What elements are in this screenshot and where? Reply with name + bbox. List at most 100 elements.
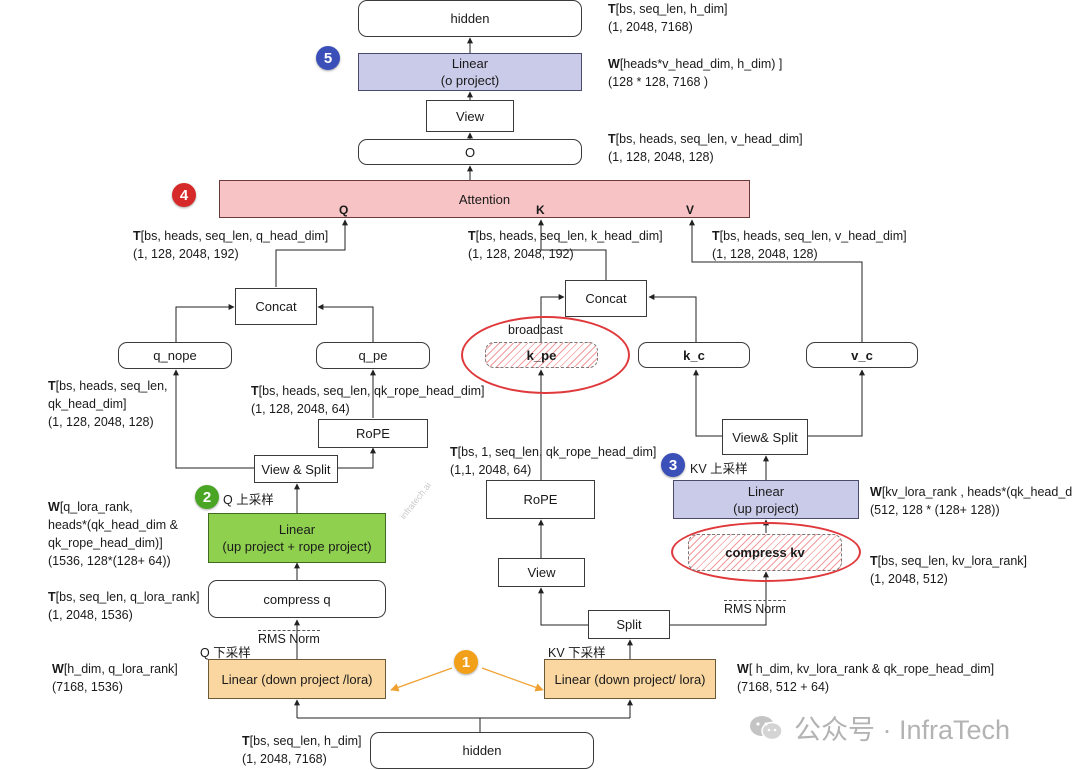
split-label: Split <box>616 617 642 632</box>
k-pe-label: k_pe <box>526 347 557 363</box>
edge-split-to-vc <box>807 369 865 437</box>
hidden-input-node: hidden <box>370 732 594 769</box>
tensor-prefix: T <box>242 734 250 748</box>
linear-q-up-node: Linear (up project + rope project) <box>208 513 386 563</box>
attention-k-port: K <box>536 203 545 217</box>
watermark: 公众号 · InfraTech <box>748 708 1010 747</box>
badge-5: 5 <box>316 46 340 70</box>
edge-concat-to-k <box>538 219 607 282</box>
wo-annotation: W[heads*v_head_dim, h_dim) ](128 * 128, … <box>608 55 782 91</box>
edge-kc-to-concat <box>648 294 697 342</box>
tensor-prefix: T <box>251 384 259 398</box>
hidden-input-tensor: [bs, seq_len, h_dim] <box>249 734 362 748</box>
attention-q-port: Q <box>339 203 349 217</box>
hidden-input-label: hidden <box>462 743 502 758</box>
wkv-up-annotation: W[kv_lora_rank , heads*(qk_head_d(512, 1… <box>870 483 1072 519</box>
wq-down-annotation: W[h_dim, q_lora_rank](7168, 1536) <box>52 660 178 696</box>
tensor-prefix: T <box>48 590 56 604</box>
wechat-icon <box>748 714 784 742</box>
badge-1: 1 <box>454 650 478 674</box>
edge-badge1-to-kv-down <box>481 667 544 692</box>
rope-k-label: RoPE <box>523 492 558 507</box>
wq-up-line3: qk_rope_head_dim)] <box>48 536 163 550</box>
o-tensor: [bs, heads, seq_len, v_head_dim] <box>615 132 803 146</box>
v-c-label: v_c <box>851 347 873 363</box>
wkv-up-shape: (512, 128 * (128+ 128)) <box>870 503 1000 517</box>
linear-q-up-title: Linear <box>278 522 316 537</box>
attention-node: Attention <box>219 180 750 218</box>
split-node: Split <box>588 610 670 639</box>
broadcast-label: broadcast <box>508 323 563 337</box>
edge-concat-to-q <box>275 219 348 287</box>
linear-o-title: Linear <box>451 56 489 71</box>
linear-kv-up-node: Linear(up project) <box>673 480 859 519</box>
edge-split-to-qnope <box>173 369 254 469</box>
kpe-annotation: T[bs, 1, seq_len, qk_rope_head_dim] (1,1,… <box>450 443 656 479</box>
k-pe-highlight-ring <box>461 316 630 394</box>
badge-2: 2 <box>195 485 219 509</box>
weight-prefix: W <box>737 662 749 676</box>
qpe-shape: (1, 128, 2048, 64) <box>251 402 350 416</box>
view-split-q-label: View & Split <box>261 461 331 477</box>
wq-up-line1: [q_lora_rank, <box>59 500 133 514</box>
view-split-kv-node: View& Split <box>722 419 808 455</box>
concat-k-label: Concat <box>585 291 627 306</box>
qpe-tensor: [bs, heads, seq_len, qk_rope_head_dim] <box>258 384 485 398</box>
q-pe-node: q_pe <box>316 342 430 369</box>
badge-2-label: 2 <box>202 488 212 506</box>
edge-vc-to-v <box>689 219 863 342</box>
qnope-tensor-line1: [bs, heads, seq_len, <box>55 379 168 393</box>
wq-down-shape: (7168, 1536) <box>52 680 123 694</box>
hidden-output-shape: (1, 2048, 7168) <box>608 20 693 34</box>
linear-kv-up-title: Linear <box>747 483 785 499</box>
view-split-kv-label: View& Split <box>732 429 798 445</box>
o-node: O <box>358 139 582 165</box>
wkv-down-weight: [ h_dim, kv_lora_rank & qk_rope_head_dim… <box>748 662 995 676</box>
q-upsample-label: Q 上采样 <box>223 493 274 507</box>
linear-q-up-subtitle: (up project + rope project) <box>222 539 372 554</box>
v-annotation: T[bs, heads, seq_len, v_head_dim](1, 128… <box>712 227 907 263</box>
v-shape: (1, 128, 2048, 128) <box>712 247 818 261</box>
k-pe-node: k_pe <box>485 342 598 368</box>
edge-split-to-compress-kv <box>670 571 769 626</box>
qnope-tensor-line2: qk_head_dim] <box>48 397 127 411</box>
v-tensor: [bs, heads, seq_len, v_head_dim] <box>719 229 907 243</box>
concat-q-label: Concat <box>255 299 297 314</box>
view-split-q-node: View & Split <box>254 455 338 483</box>
k-annotation: T[bs, heads, seq_len, k_head_dim](1, 128… <box>468 227 663 263</box>
qpe-annotation: T[bs, heads, seq_len, qk_rope_head_dim] (… <box>251 382 485 418</box>
edge-qnope-to-concat <box>175 304 235 342</box>
edge-qpe-to-concat <box>317 304 374 342</box>
rope-q-label: RoPE <box>356 426 390 441</box>
wkv-down-shape: (7168, 512 + 64) <box>737 680 830 694</box>
badge-4-label: 4 <box>179 186 189 204</box>
weight-prefix: W <box>608 57 620 71</box>
concat-k-node: Concat <box>565 280 647 317</box>
q-annotation: T[bs, heads, seq_len, q_head_dim](1, 128… <box>133 227 328 263</box>
badge-3: 3 <box>661 453 685 477</box>
badge-3-label: 3 <box>668 456 678 474</box>
kpe-tensor: [bs, 1, seq_len, qk_rope_head_dim] <box>457 445 657 459</box>
watermark-text: 公众号 · InfraTech <box>794 715 1011 745</box>
wq-down-weight: [h_dim, q_lora_rank] <box>63 662 178 676</box>
ckv-tensor: [bs, seq_len, kv_lora_rank] <box>877 554 1028 568</box>
tensor-prefix: T <box>450 445 458 459</box>
badge-4: 4 <box>172 183 196 207</box>
cq-tensor: [bs, seq_len, q_lora_rank] <box>55 590 200 604</box>
q-nope-label: q_nope <box>153 348 197 363</box>
rope-q-node: RoPE <box>318 419 428 448</box>
wq-up-annotation: W[q_lora_rank,heads*(qk_head_dim &qk_rop… <box>48 498 178 570</box>
tensor-prefix: T <box>133 229 141 243</box>
k-c-node: k_c <box>638 342 750 368</box>
rms-norm-q-label: RMS Norm <box>258 630 320 646</box>
linear-q-down-label: Linear (down project /lora) <box>221 671 373 687</box>
kpe-shape: (1,1, 2048, 64) <box>450 463 532 477</box>
view-top-label: View <box>456 108 484 124</box>
wq-up-shape: (1536, 128*(128+ 64)) <box>48 554 171 568</box>
compress-kv-node: compress kv <box>688 534 842 571</box>
linear-o-project-node: Linear(o project) <box>358 53 582 91</box>
q-shape: (1, 128, 2048, 192) <box>133 247 239 261</box>
wo-weight: [heads*v_head_dim, h_dim) ] <box>619 57 783 71</box>
tensor-prefix: T <box>608 132 616 146</box>
